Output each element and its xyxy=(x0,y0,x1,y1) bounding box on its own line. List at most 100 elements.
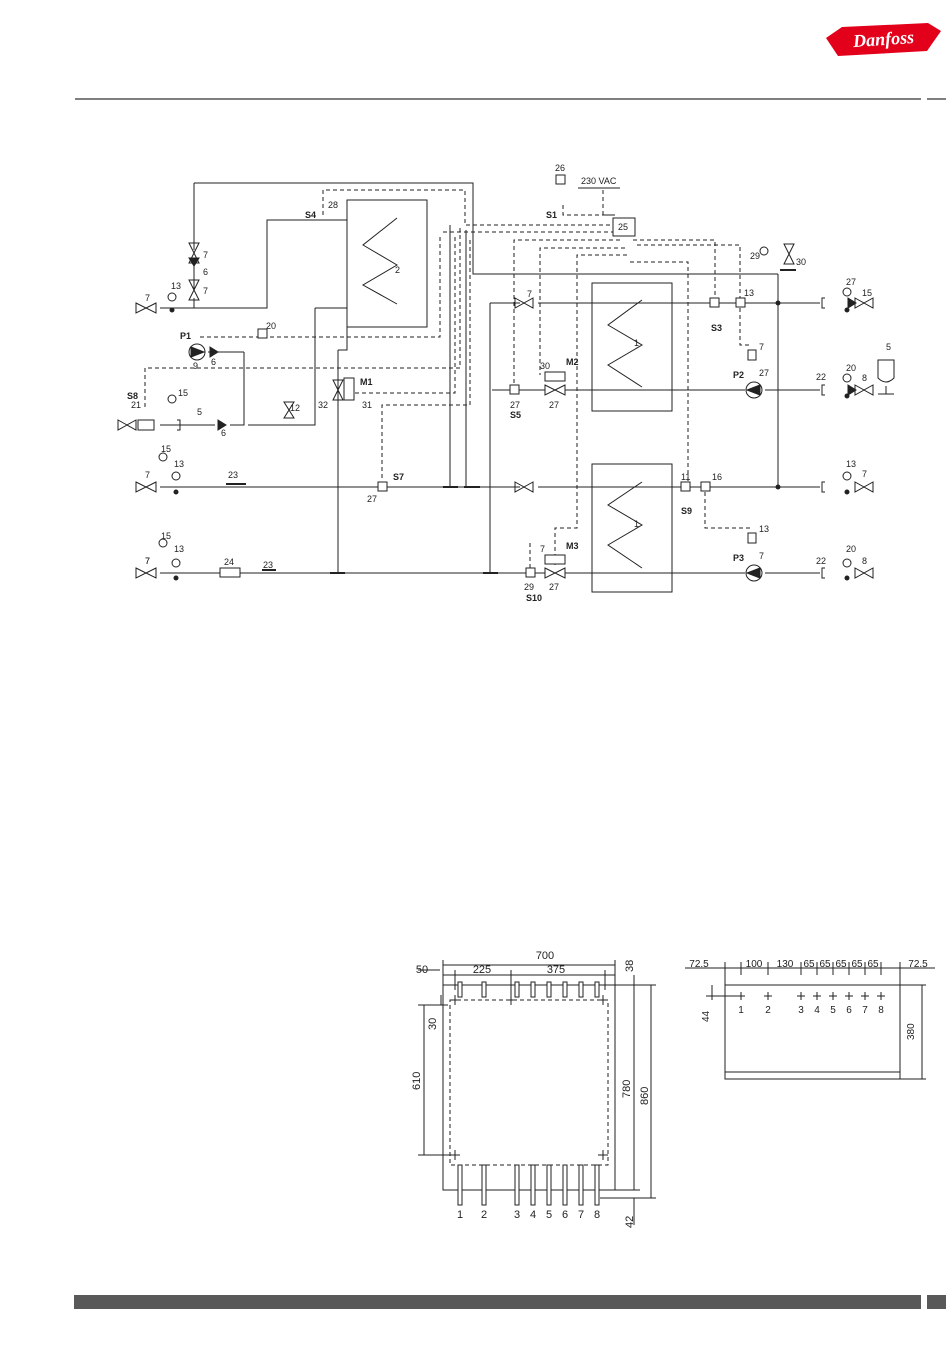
label-s5: S5 xyxy=(510,410,521,420)
schematic-number-label: 13 xyxy=(744,288,754,298)
power-supply-box xyxy=(555,174,566,185)
sensor-22-top xyxy=(735,297,746,308)
front-view-drawing xyxy=(418,960,656,1225)
schematic-number-label: 6 xyxy=(211,357,216,367)
front-view-ports xyxy=(457,981,600,1206)
schematic-number-label: 23 xyxy=(228,470,238,480)
power-label: 230 VAC xyxy=(581,176,617,186)
front-port-stub xyxy=(546,981,552,998)
top-dim-2: 130 xyxy=(777,959,794,970)
label-m1: M1 xyxy=(360,377,373,387)
actuator-m2 xyxy=(544,371,566,382)
top-port-label: 6 xyxy=(846,1005,852,1016)
front-port-stub xyxy=(457,1164,463,1206)
schematic-number-label: 5 xyxy=(197,407,202,417)
actuator-m1 xyxy=(343,377,355,401)
front-port-stub xyxy=(530,981,536,998)
label-supply: 26 xyxy=(555,163,565,173)
top-dim-3: 65 xyxy=(803,959,815,970)
schematic-number-label: 27 xyxy=(759,368,769,378)
front-dim-610: 610 xyxy=(411,1072,423,1090)
sensor-s5 xyxy=(509,384,520,395)
schematic-number-label: 31 xyxy=(362,400,372,410)
label-s1: S1 xyxy=(546,210,557,220)
front-dim-width: 700 xyxy=(536,950,554,962)
actuator-m3 xyxy=(544,554,566,565)
label-m3: M3 xyxy=(566,541,579,551)
schematic-number-label: 13 xyxy=(759,524,769,534)
front-dim-225: 225 xyxy=(473,964,491,976)
footer-bar xyxy=(74,1295,921,1309)
label-hx-middle: 1 xyxy=(634,338,639,348)
front-port-label: 2 xyxy=(481,1209,487,1221)
label-s4: S4 xyxy=(305,210,316,220)
label-s3: S3 xyxy=(711,323,722,333)
schematic-number-label: 27 xyxy=(510,400,520,410)
schematic-number-label: 13 xyxy=(174,459,184,469)
footer-page-tab xyxy=(927,1295,946,1309)
front-port-stub xyxy=(481,981,487,998)
top-dim-380: 380 xyxy=(906,1023,917,1040)
heat-exchanger-bottom xyxy=(591,463,673,593)
front-dim-860: 860 xyxy=(639,1087,651,1105)
schematic-number-label: 7 xyxy=(203,286,208,296)
junction-dots xyxy=(169,300,850,581)
schematic-number-label: 7 xyxy=(145,556,150,566)
schematic-number-label: 13 xyxy=(171,281,181,291)
pipe-p1-loop xyxy=(230,352,245,426)
sensor-s7 xyxy=(377,481,388,492)
top-dim-6: 65 xyxy=(851,959,863,970)
schematic-number-label: 11 xyxy=(681,472,690,482)
label-controller: 25 xyxy=(618,222,628,232)
schematic-number-label: 8 xyxy=(862,373,867,383)
front-port-label: 1 xyxy=(457,1209,463,1221)
controller-box xyxy=(612,217,636,237)
schematic-number-label: 15 xyxy=(161,531,171,541)
pump-p1-arrow xyxy=(190,346,206,358)
label-hx-top: 2 xyxy=(395,265,400,275)
pipe-hx-top-return xyxy=(248,308,316,426)
front-port-label: 6 xyxy=(562,1209,568,1221)
hx-coil-middle xyxy=(607,299,643,388)
valves xyxy=(117,242,874,579)
sensor-20-p3 xyxy=(747,532,757,544)
front-dim-38: 38 xyxy=(624,960,636,972)
schematic-number-label: 16 xyxy=(712,472,722,482)
schematic-number-label: 7 xyxy=(759,551,764,561)
hydraulic-schematic xyxy=(117,174,895,593)
schematic-number-label: 7 xyxy=(203,250,208,260)
front-port-stub xyxy=(514,1164,520,1206)
pump-p3-arrow xyxy=(745,567,761,579)
schematic-number-label: 7 xyxy=(759,342,764,352)
front-dim-780: 780 xyxy=(621,1080,633,1098)
front-port-stub xyxy=(594,981,600,998)
front-port-label: 4 xyxy=(530,1209,536,1221)
pipe-m1-top xyxy=(338,327,348,351)
top-port-label: 4 xyxy=(814,1005,820,1016)
schematic-number-label: 29 xyxy=(524,582,534,592)
schematic-number-label: 27 xyxy=(367,494,377,504)
top-view-dimensions: 72.5 100 130 65 65 65 65 65 72.5 44 380 xyxy=(689,959,928,1040)
schematic-number-label: 21 xyxy=(131,400,141,410)
schematic-number-label: 13 xyxy=(174,544,184,554)
front-port-stub xyxy=(578,1164,584,1206)
top-dim-4: 65 xyxy=(819,959,831,970)
schematic-number-label: 30 xyxy=(540,361,550,371)
schematic-number-label: 5 xyxy=(886,342,891,352)
label-s7: S7 xyxy=(393,472,404,482)
front-port-stub xyxy=(481,1164,487,1206)
schematic-number-label: 7 xyxy=(145,470,150,480)
schematic-number-label: 20 xyxy=(846,544,856,554)
front-port-stub xyxy=(578,981,584,998)
schematic-number-label: 12 xyxy=(290,403,300,413)
top-view-drawing xyxy=(685,962,935,1080)
top-dim-0: 72.5 xyxy=(689,959,709,970)
sensor-s9 xyxy=(680,481,691,492)
top-dim-1: 100 xyxy=(746,959,763,970)
front-view-inner xyxy=(449,999,609,1166)
label-p3: P3 xyxy=(733,553,744,563)
label-p1: P1 xyxy=(180,331,191,341)
